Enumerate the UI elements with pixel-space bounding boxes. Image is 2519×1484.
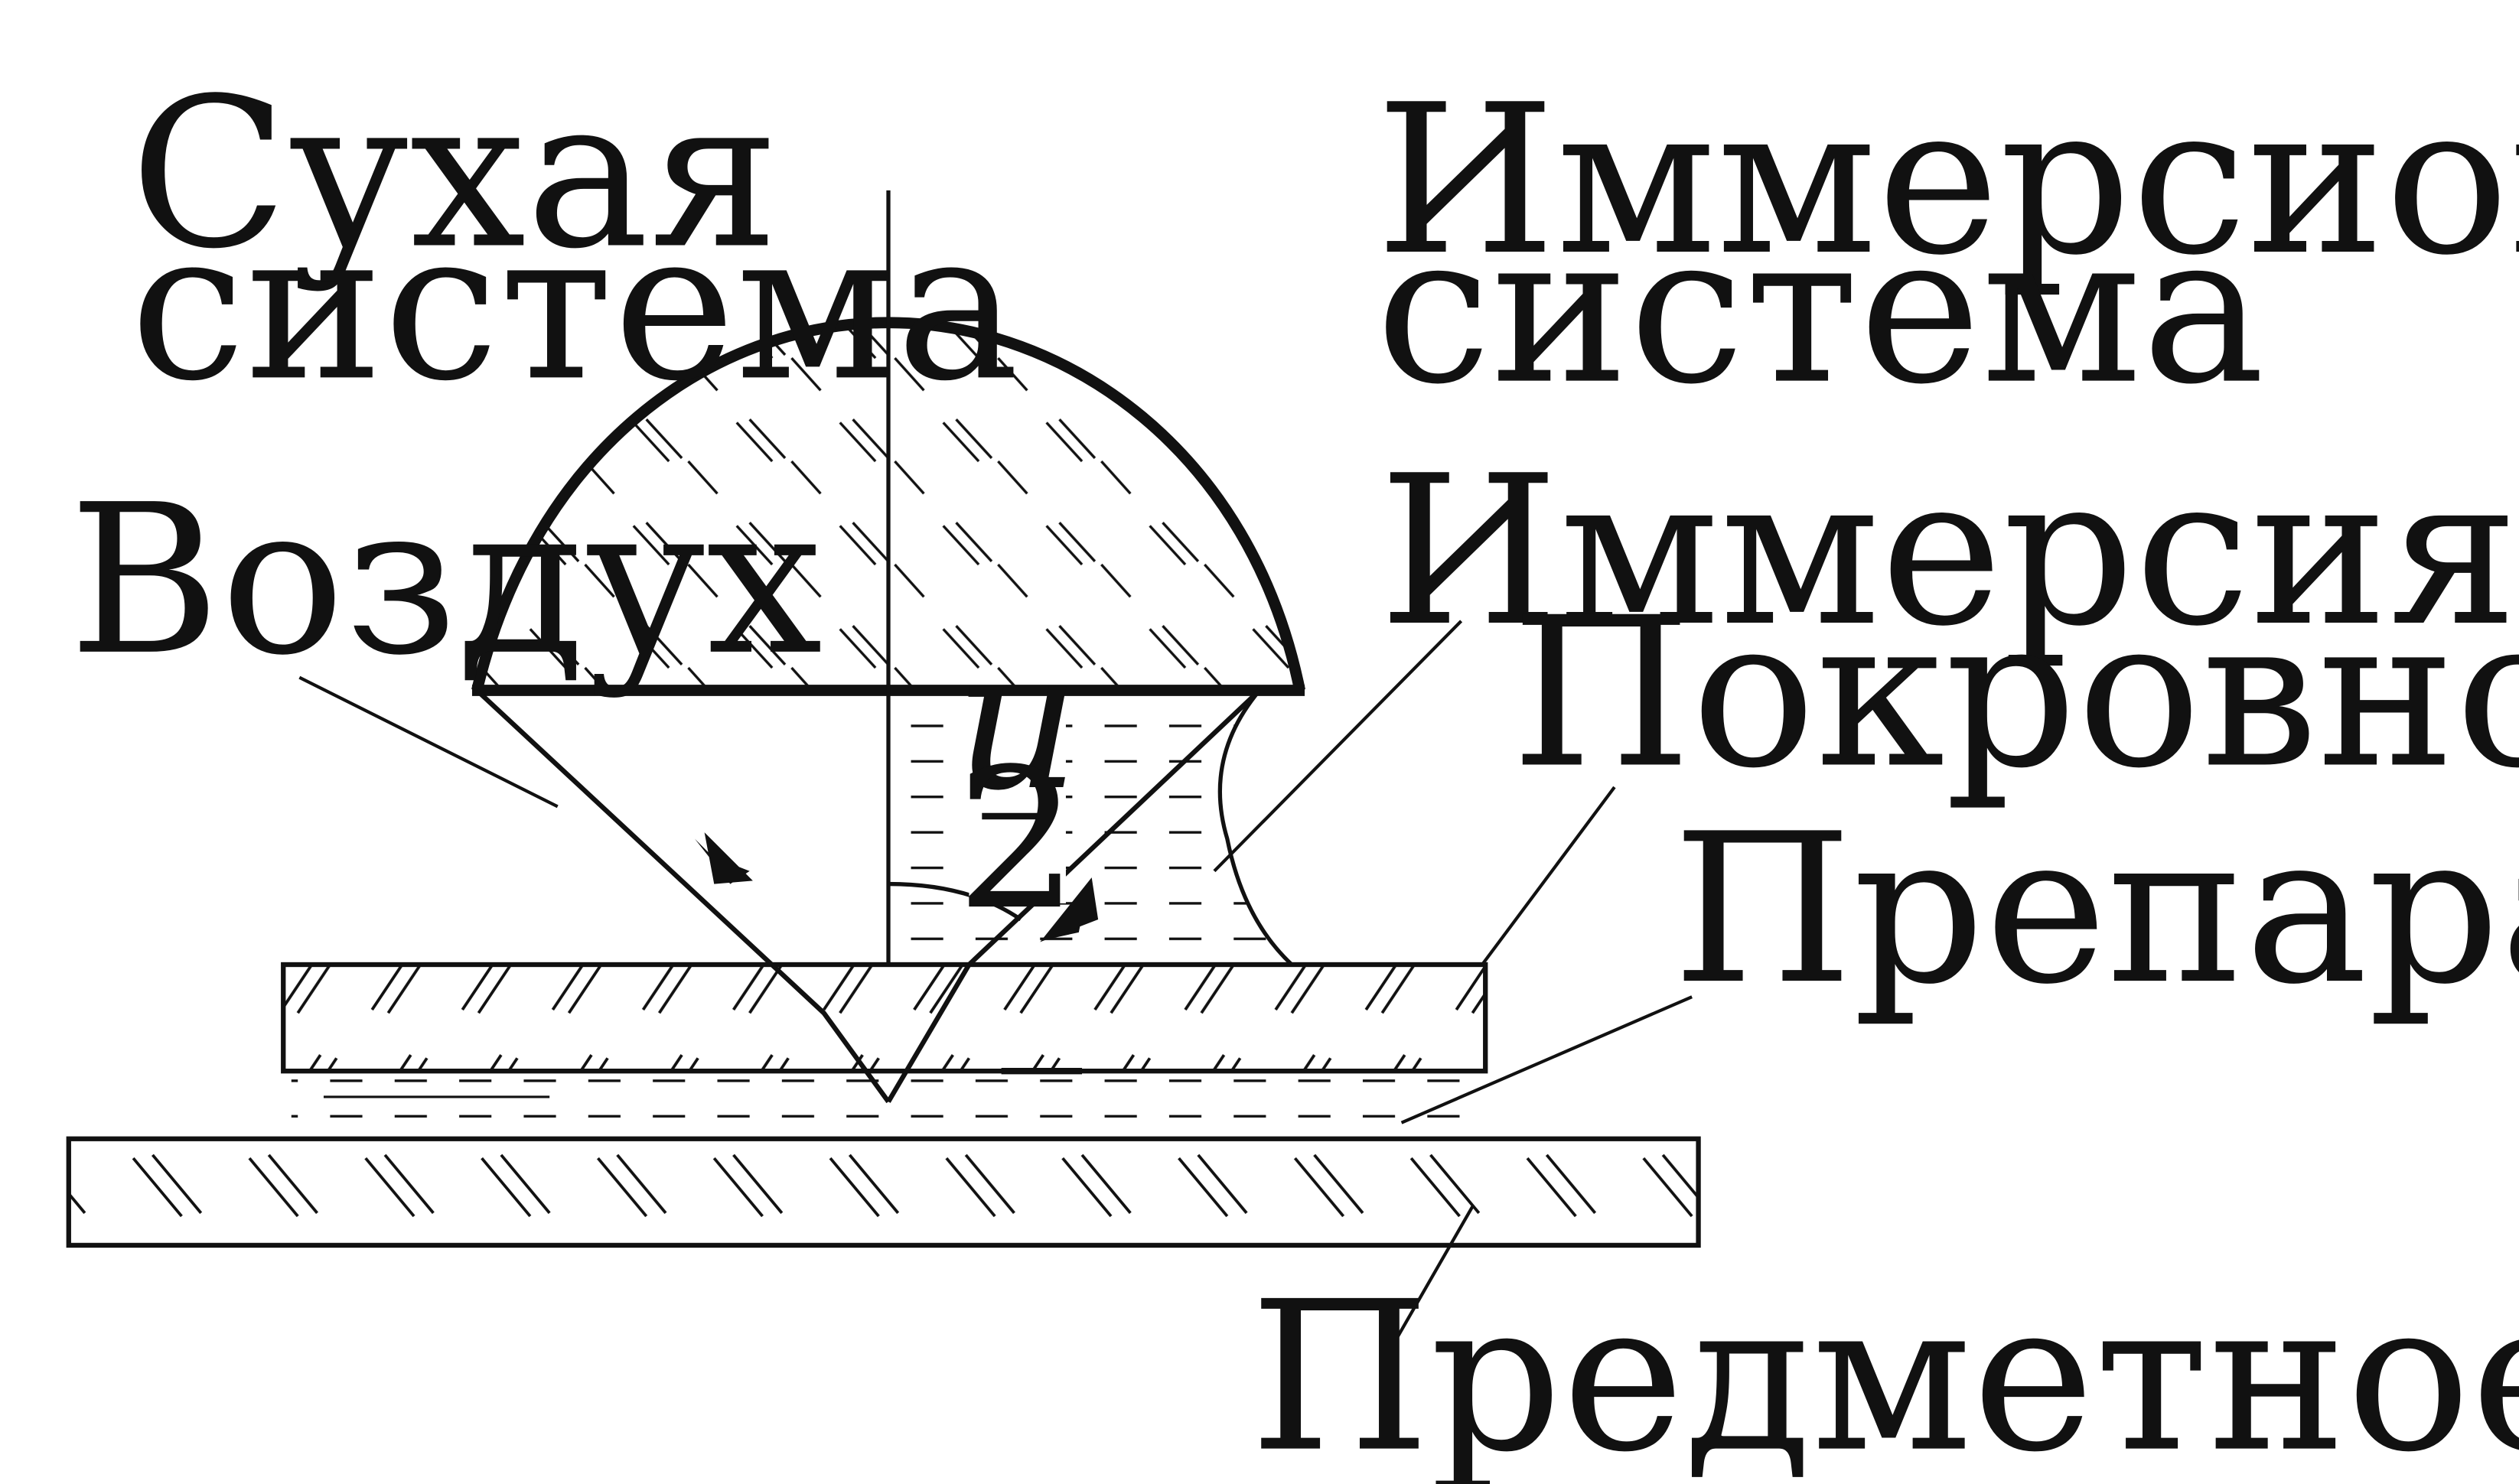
immersion-label: Иммерсия [1379,431,2518,672]
angle-denominator: 2 [956,727,1079,952]
cover-glass-leader [1481,786,1616,966]
immersion-system-label-line1: Иммерсионная [1376,60,2519,301]
dry-ray [475,688,891,1104]
slide-glass-label: Предметное стекло [1250,1257,2519,1484]
angle-arc [888,881,1022,922]
angle-numerator: u [955,607,1080,833]
specimen-leader [1400,995,1693,1124]
air-leader [298,675,559,809]
slide-glass [66,1136,1701,1248]
slide-glass-leader [1383,1206,1475,1359]
dry-system-label-line1: Сухая [130,54,780,295]
dry-system-label-line2: система [130,185,1019,426]
cover-glass [281,962,1488,1074]
cover-glass-label: Покровное стекло [1511,573,2519,814]
immersion-system-label-line2: система [1376,189,2265,430]
immersion-meniscus [1217,688,1293,966]
specimen-label: Препарат [1673,789,2519,1030]
immersion-leader [1213,620,1463,873]
immersion-ray [886,688,1262,1103]
leader-lines [298,620,1693,1359]
air-label: Воздух [69,460,823,701]
immersion-liquid [888,688,1293,966]
specimen-layer [291,1067,1470,1139]
angle-label: u 2 [955,607,1080,952]
